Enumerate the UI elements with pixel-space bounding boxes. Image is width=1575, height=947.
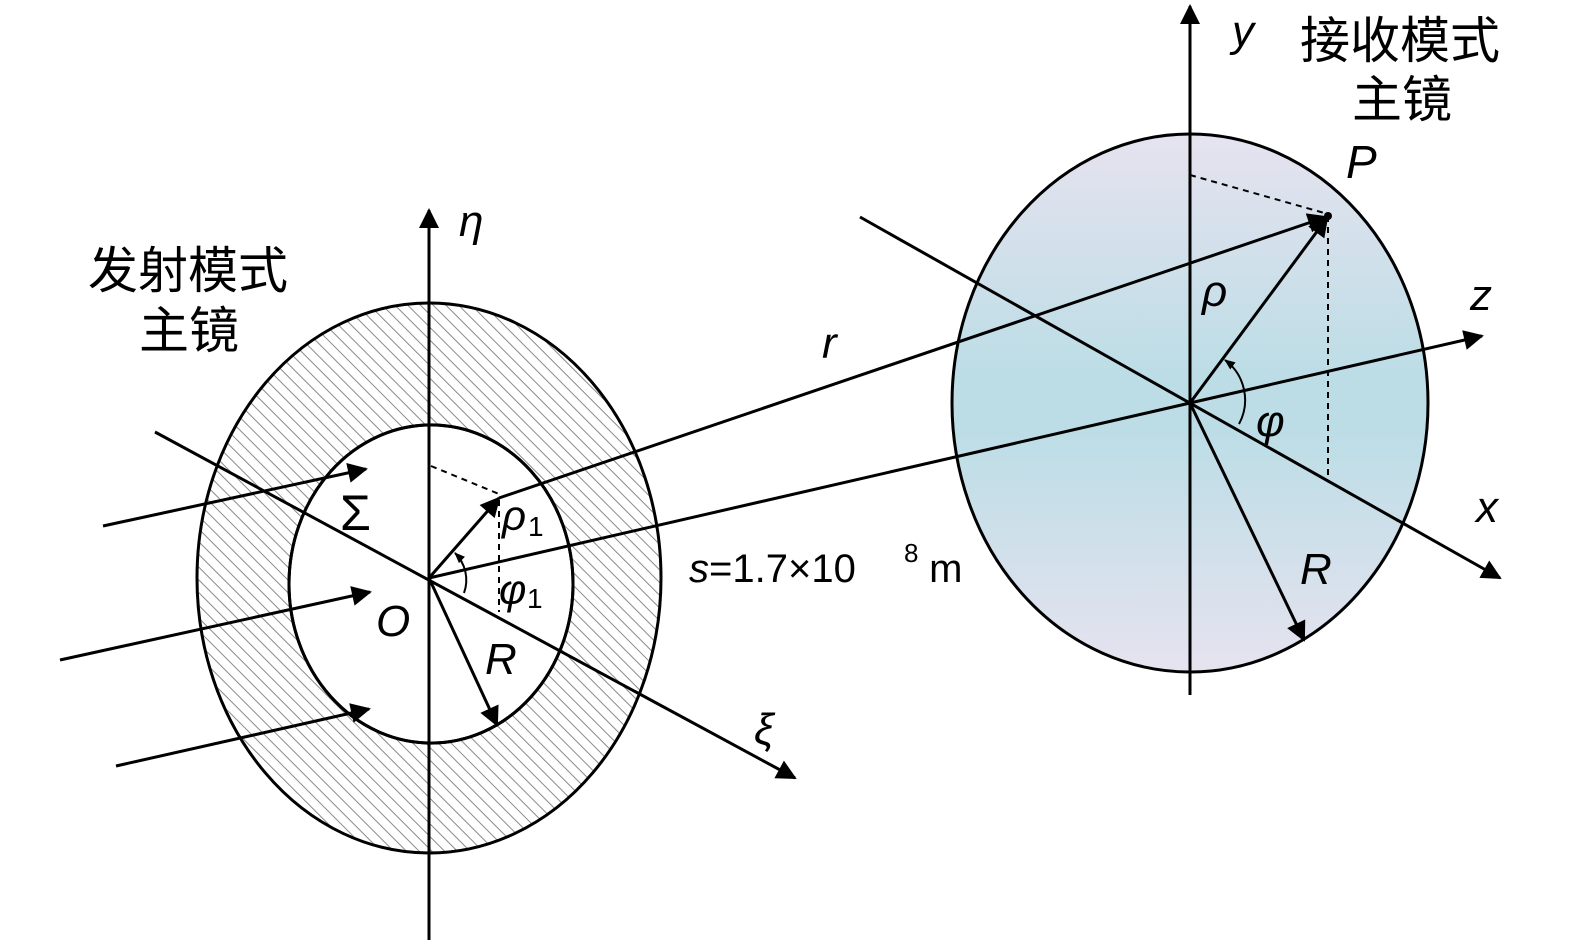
receive-radius-label: R [1300, 545, 1332, 594]
distance-unit: m [918, 547, 962, 591]
receive-mirror: y z x P ρ φ R 接收模式 主镜 [859, 4, 1502, 695]
phi-label: φ [1256, 397, 1285, 446]
r-label: r [822, 319, 839, 368]
x-axis [859, 215, 1502, 580]
incoming-ray-bottom [115, 703, 371, 768]
aperture-sigma-label: Σ [340, 485, 371, 541]
distance-symbol: s [689, 547, 709, 591]
phi1-angle-arc [454, 552, 468, 594]
svg-text:s=1.7×10: s=1.7×10 [689, 547, 856, 591]
receive-caption-line1: 接收模式 [1300, 12, 1500, 70]
transmit-caption-line1: 发射模式 [88, 242, 288, 300]
xi-axis [154, 430, 797, 780]
origin-label: O [376, 597, 410, 646]
link-geometry: r s=1.7×10 8 m [428, 213, 1328, 591]
svg-text:1: 1 [528, 511, 544, 542]
distance-mantissa: =1.7×10 [709, 547, 856, 591]
distance-label: s=1.7×10 8 m [689, 538, 962, 591]
transmit-caption-line2: 主镜 [139, 302, 239, 360]
incoming-ray-top [102, 463, 368, 528]
phi-angle-arc [1224, 359, 1247, 425]
svg-text:1: 1 [527, 583, 543, 614]
svg-text:ρ: ρ [500, 492, 526, 539]
distance-exponent: 8 [904, 538, 918, 568]
rho-label: ρ [1200, 267, 1227, 316]
z-label: z [1469, 271, 1492, 320]
receive-caption-line2: 主镜 [1352, 71, 1452, 129]
rho1-projection-h [430, 465, 500, 495]
transmit-mirror: η ξ O Σ ρ 1 φ 1 R 发射模式 主镜 [59, 197, 797, 940]
phi1-label: φ 1 [499, 566, 543, 614]
transmit-inner-circle [287, 423, 575, 745]
receive-radius-vector [1188, 402, 1306, 642]
transmit-radius-vector [427, 577, 499, 727]
rho1-label: ρ 1 [500, 492, 544, 542]
rho1-vector [427, 496, 501, 579]
rho-vector [1188, 216, 1329, 404]
x-label: x [1474, 483, 1500, 532]
s-line [428, 401, 1191, 580]
y-label: y [1229, 7, 1257, 56]
svg-text:φ: φ [499, 566, 526, 613]
z-axis [1189, 330, 1484, 405]
p-projection-h [1189, 174, 1329, 215]
incoming-ray-mid [59, 586, 372, 662]
transmit-radius-label: R [485, 635, 517, 684]
point-p-label: P [1346, 136, 1377, 188]
eta-label: η [459, 197, 483, 246]
xi-label: ξ [754, 705, 776, 754]
r-line [498, 213, 1328, 500]
